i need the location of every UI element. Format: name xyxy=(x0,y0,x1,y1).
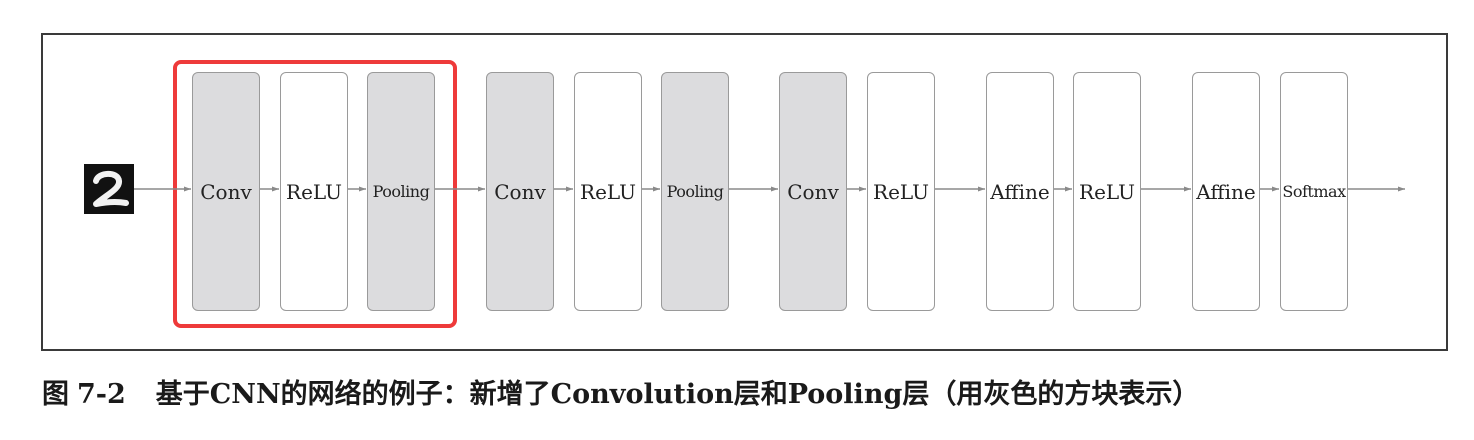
layer-box-7: Conv xyxy=(779,72,847,311)
layer-label-6: Pooling xyxy=(666,182,724,201)
layer-box-10: ReLU xyxy=(1073,72,1141,311)
layer-label-10: ReLU xyxy=(1079,179,1135,204)
digit-image-icon xyxy=(84,164,134,214)
caption-number: 7-2 xyxy=(77,379,126,410)
layer-box-11: Affine xyxy=(1192,72,1260,311)
layer-box-12: Softmax xyxy=(1280,72,1348,311)
layer-box-9: Affine xyxy=(986,72,1054,311)
highlight-box xyxy=(173,60,457,328)
layer-label-4: Conv xyxy=(494,179,546,204)
layer-box-5: ReLU xyxy=(574,72,642,311)
layer-label-1: Conv xyxy=(200,179,252,204)
layer-label-2: ReLU xyxy=(286,179,342,204)
layer-box-4: Conv xyxy=(486,72,554,311)
caption-text: 基于CNN的网络的例子：新增了Convolution层和Pooling层（用灰色… xyxy=(155,379,1200,410)
layer-label-9: Affine xyxy=(990,179,1050,204)
layer-label-3: Pooling xyxy=(372,182,430,201)
layer-label-8: ReLU xyxy=(873,179,929,204)
layer-box-3: Pooling xyxy=(367,72,435,311)
layer-box-2: ReLU xyxy=(280,72,348,311)
figure-caption: 图 7-2 基于CNN的网络的例子：新增了Convolution层和Pooling层… xyxy=(42,372,1199,411)
layer-label-5: ReLU xyxy=(580,179,636,204)
layer-box-1: Conv xyxy=(192,72,260,311)
layer-label-7: Conv xyxy=(787,179,839,204)
layer-box-8: ReLU xyxy=(867,72,935,311)
caption-prefix: 图 xyxy=(42,379,69,410)
layer-label-12: Softmax xyxy=(1282,182,1346,201)
layer-label-11: Affine xyxy=(1196,179,1256,204)
layer-box-6: Pooling xyxy=(661,72,729,311)
